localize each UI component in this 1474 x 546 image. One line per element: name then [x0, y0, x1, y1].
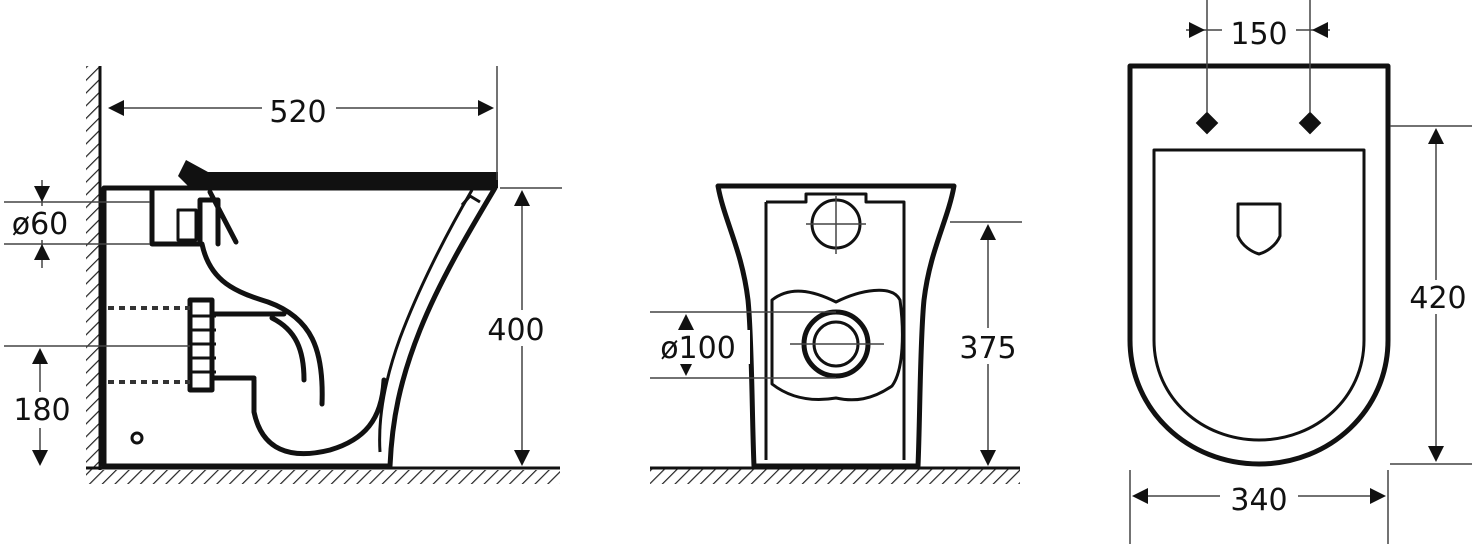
dim-inlet-diameter: ø60: [12, 207, 69, 242]
seat-lid: [178, 160, 498, 188]
dim-top-width: 340: [1230, 483, 1287, 518]
mount-hole-left: [1195, 111, 1219, 135]
dim-outlet-height: 180: [13, 393, 70, 428]
mount-hole-right: [1298, 111, 1322, 135]
dim-mount-spacing: 150: [1230, 17, 1287, 52]
floor-hatching: [86, 470, 560, 484]
front-floor-hatching: [650, 468, 1020, 484]
flush-hole: [1236, 202, 1282, 256]
outlet-fitting: [187, 297, 287, 393]
dim-top-depth: 420: [1409, 281, 1466, 316]
front-view: ø100 375: [650, 183, 1024, 484]
dim-front-height: 375: [959, 331, 1016, 366]
top-view: 150 420 340: [1127, 0, 1472, 544]
dim-outlet-diameter: ø100: [660, 331, 736, 366]
fixing-hole: [130, 431, 144, 445]
bowl-outline: [101, 185, 498, 469]
front-outlet-surround: [770, 288, 904, 402]
dim-side-width: 520: [269, 95, 326, 130]
dim-height-total: 400: [487, 313, 544, 348]
trapway: [199, 241, 387, 457]
wall-hatching: [86, 66, 100, 470]
inlet-fitting: [149, 185, 239, 247]
top-outer-outline: [1127, 63, 1391, 467]
front-body-outline: [715, 183, 957, 469]
top-bowl-opening: [1152, 148, 1366, 442]
side-view: 520 ø60 400 180: [4, 66, 562, 484]
